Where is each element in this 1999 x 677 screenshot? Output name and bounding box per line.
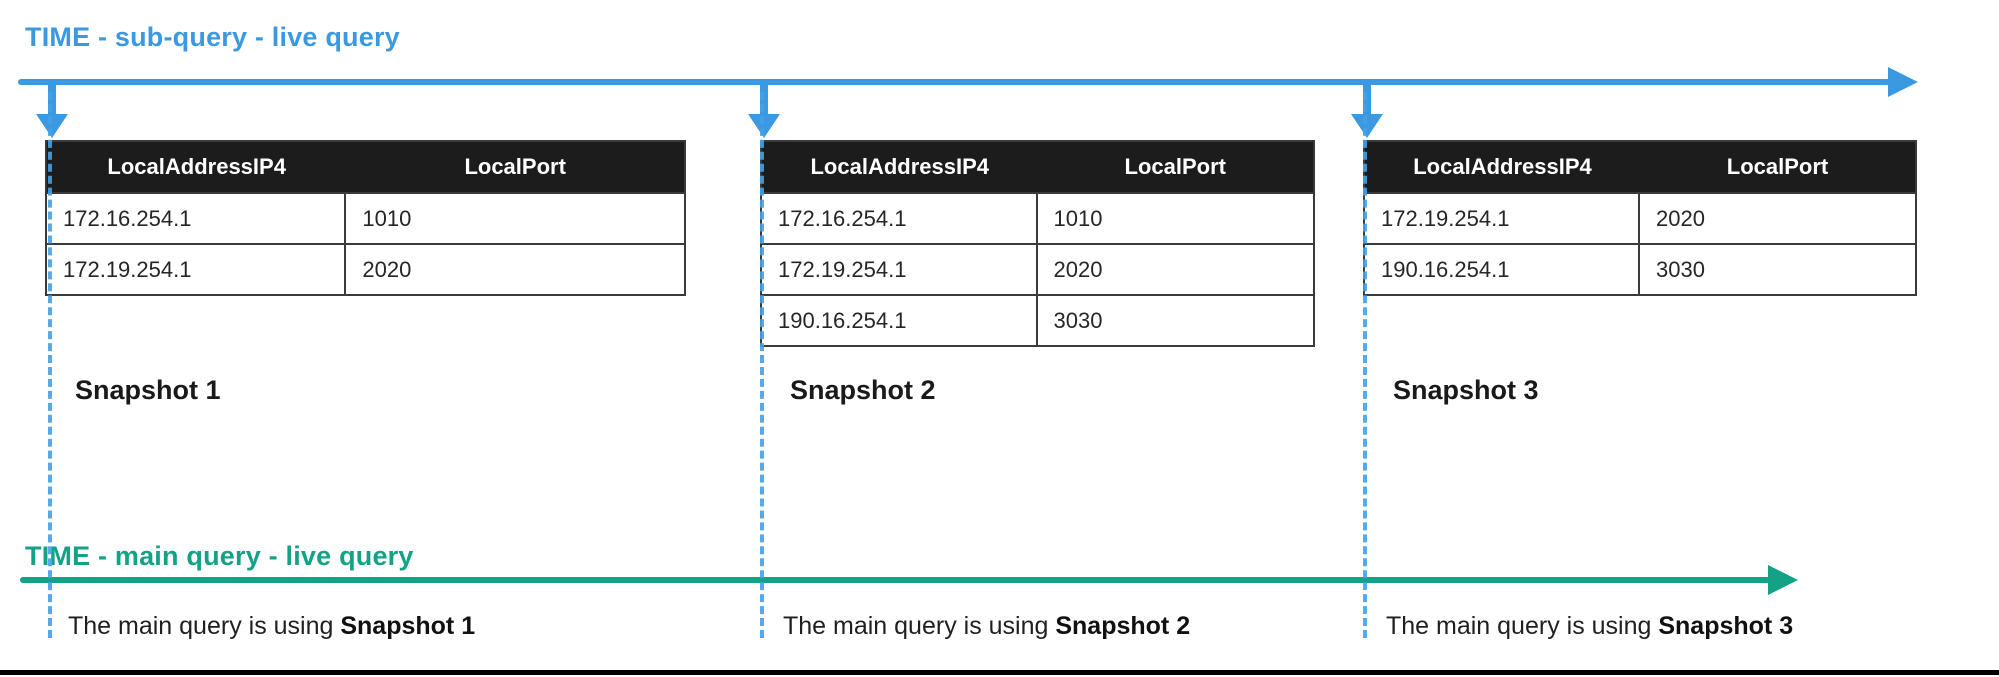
caption-bold-text: Snapshot 2	[1055, 612, 1191, 640]
caption-bold-text: Snapshot 1	[340, 612, 476, 640]
table-cell: 172.19.254.1	[762, 245, 1038, 294]
table-row: 190.16.254.1 3030	[1365, 243, 1915, 294]
bottom-rule	[0, 670, 1999, 675]
caption-text: The main query is using	[68, 612, 341, 640]
table-cell: 2020	[1053, 256, 1103, 282]
table-cell: 172.16.254.1	[47, 194, 347, 243]
table-body: 172.19.254.1 2020 190.16.254.1 3030	[1365, 192, 1915, 294]
column-header: LocalAddressIP4	[107, 154, 286, 179]
snapshot2-table: LocalAddressIP4 LocalPort 172.16.254.1 101…	[760, 140, 1315, 347]
table-row: 190.16.254.1 3030	[762, 294, 1313, 345]
table-cell: 1010	[362, 205, 412, 231]
table-row: 172.19.254.1 2020	[47, 243, 684, 294]
sub-query-timeline-line	[18, 79, 1890, 85]
table-header-row: LocalAddressIP4 LocalPort	[762, 142, 1313, 192]
table-cell: 190.16.254.1	[762, 296, 1038, 345]
snapshot3-label: Snapshot 3	[1393, 375, 1539, 405]
table-row: 172.19.254.1 2020	[1365, 192, 1915, 243]
table-header-row: LocalAddressIP4 LocalPort	[47, 142, 684, 192]
sub-query-timeline-arrowhead-icon	[1888, 67, 1918, 97]
caption-text: The main query is using	[1386, 612, 1659, 640]
column-header: LocalPort	[464, 154, 566, 179]
snapshot3-table: LocalAddressIP4 LocalPort 172.19.254.1 202…	[1363, 140, 1917, 296]
table-cell: 1010	[1053, 205, 1103, 231]
caption-text: The main query is using	[783, 612, 1056, 640]
snapshot1-dashed-connector	[48, 92, 52, 638]
snapshot1-caption: The main query is using Snapshot 1	[68, 612, 475, 641]
table-cell: 172.19.254.1	[1365, 194, 1640, 243]
arrow-stem	[48, 82, 56, 116]
caption-bold-text: Snapshot 3	[1658, 612, 1794, 640]
column-header: LocalPort	[1124, 154, 1226, 179]
snapshot2-label: Snapshot 2	[790, 375, 936, 405]
snapshot2-dashed-connector	[760, 92, 764, 638]
main-query-timeline-line	[20, 577, 1770, 583]
main-query-timeline-label: TIME - main query - live query	[25, 541, 414, 571]
table-header-row: LocalAddressIP4 LocalPort	[1365, 142, 1915, 192]
table-body: 172.16.254.1 1010 172.19.254.1 2020	[47, 192, 684, 294]
arrow-head	[1351, 114, 1383, 138]
snapshot3-caption: The main query is using Snapshot 3	[1386, 612, 1793, 641]
sub-query-timeline-label: TIME - sub-query - live query	[25, 22, 400, 52]
arrow-stem	[760, 82, 768, 116]
arrow-head	[748, 114, 780, 138]
table-cell: 3030	[1656, 256, 1705, 282]
table-cell: 172.16.254.1	[762, 194, 1038, 243]
snapshot3-dashed-connector	[1363, 92, 1367, 638]
table-row: 172.19.254.1 2020	[762, 243, 1313, 294]
snapshot1-label: Snapshot 1	[75, 375, 221, 405]
table-cell: 2020	[1656, 205, 1705, 231]
snapshot2-caption: The main query is using Snapshot 2	[783, 612, 1190, 641]
snapshot1-table: LocalAddressIP4 LocalPort 172.16.254.1 101…	[45, 140, 686, 296]
arrow-stem	[1363, 82, 1371, 116]
table-cell: 190.16.254.1	[1365, 245, 1640, 294]
column-header: LocalAddressIP4	[1413, 154, 1592, 179]
arrow-head	[36, 114, 68, 138]
table-cell: 172.19.254.1	[47, 245, 347, 294]
table-row: 172.16.254.1 1010	[762, 192, 1313, 243]
main-query-timeline-arrowhead-icon	[1768, 565, 1798, 595]
table-cell: 2020	[362, 256, 412, 282]
table-body: 172.16.254.1 1010 172.19.254.1 2020 190.16.2…	[762, 192, 1313, 345]
table-row: 172.16.254.1 1010	[47, 192, 684, 243]
column-header: LocalPort	[1726, 154, 1829, 179]
table-cell: 3030	[1053, 307, 1103, 333]
column-header: LocalAddressIP4	[810, 154, 989, 179]
